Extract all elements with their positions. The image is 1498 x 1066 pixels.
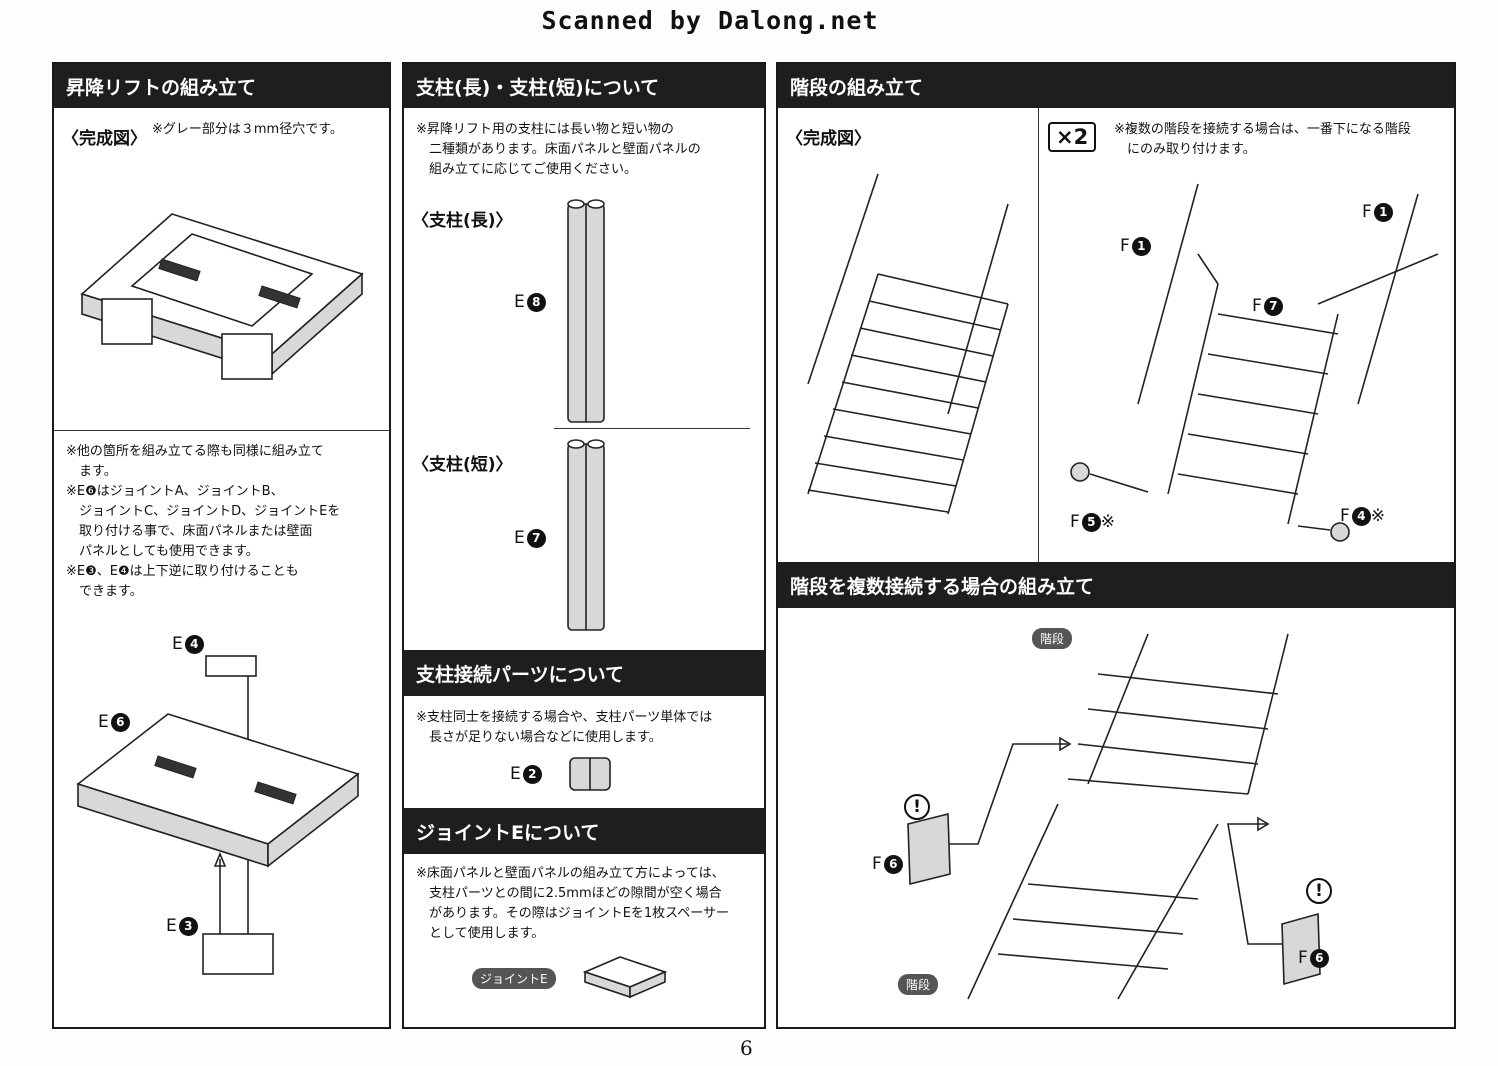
joint-e-header: ジョイントEについて	[404, 808, 764, 854]
pillar-short-label: 〈支柱(短)〉	[412, 455, 513, 475]
multi-stairs-header: 階段を複数接続する場合の組み立て	[778, 562, 1454, 608]
lift-header: 昇降リフトの組み立て	[54, 64, 389, 108]
connector-illustration	[569, 757, 611, 791]
lift-complete-note: ※グレー部分は３mm径穴です。	[152, 122, 343, 137]
multi-stairs-tag-top: 階段	[1032, 628, 1073, 649]
stairs-exploded-illustration	[1070, 183, 1439, 542]
stairs-complete-label: 〈完成図〉	[786, 129, 871, 149]
stairs-panel: 階段の組み立て 〈完成図〉 ×2 ※複数の階段を接続する場合は、一番下になる階段…	[776, 62, 1456, 1029]
scan-watermark: Scanned by Dalong.net	[541, 6, 879, 35]
pillar-long-label: 〈支柱(長)〉	[412, 211, 513, 231]
lift-exploded-illustration	[76, 655, 360, 975]
pillar-header: 支柱(長)・支柱(短)について	[404, 64, 764, 108]
stairs-multiplier: ×2	[1048, 122, 1097, 152]
lift-divider	[54, 430, 389, 431]
lift-notes: ※他の箇所を組み立てる際も同様に組み立て ます。 ※E❻はジョイントA、ジョイン…	[66, 444, 341, 599]
page-number: 6	[740, 1036, 753, 1060]
stairs-complete-illustration	[807, 173, 1009, 515]
joint-e-note: ※床面パネルと壁面パネルの組み立て方によっては、 支柱パーツとの間に2.5mmほ…	[416, 866, 730, 941]
stairs-header: 階段の組み立て	[778, 64, 1454, 108]
pillar-note: ※昇降リフト用の支柱には長い物と短い物の 二種類があります。床面パネルと壁面パネ…	[416, 122, 701, 177]
pillar-long-illustration	[567, 199, 605, 423]
lift-complete-illustration	[80, 213, 364, 380]
stair-steps	[807, 273, 1009, 513]
joint-e-illustration	[582, 956, 668, 999]
multi-stairs-illustration	[907, 633, 1321, 1000]
warning-icon-left: !	[904, 794, 930, 820]
stairs-vertical-divider	[1038, 108, 1039, 562]
pillar-panel: 支柱(長)・支柱(短)について ※昇降リフト用の支柱には長い物と短い物の 二種類…	[402, 62, 766, 1029]
connector-note: ※支柱同士を接続する場合や、支柱パーツ単体では 長さが足りない場合などに使用しま…	[416, 710, 713, 745]
lift-panel: 昇降リフトの組み立て 〈完成図〉 ※グレー部分は３mm径穴です。 ※他の箇所を組…	[52, 62, 391, 1029]
warning-icon-right: !	[1306, 878, 1332, 904]
multi-stairs-tag-bottom: 階段	[898, 974, 939, 995]
connector-header: 支柱接続パーツについて	[404, 650, 764, 696]
lift-complete-label: 〈完成図〉	[62, 129, 147, 149]
pillar-short-illustration	[567, 439, 605, 631]
stairs-multi-note: ※複数の階段を接続する場合は、一番下になる階段 にのみ取り付けます。	[1114, 122, 1411, 157]
pillar-divider	[554, 428, 750, 429]
joint-e-tag: ジョイントE	[472, 968, 556, 989]
